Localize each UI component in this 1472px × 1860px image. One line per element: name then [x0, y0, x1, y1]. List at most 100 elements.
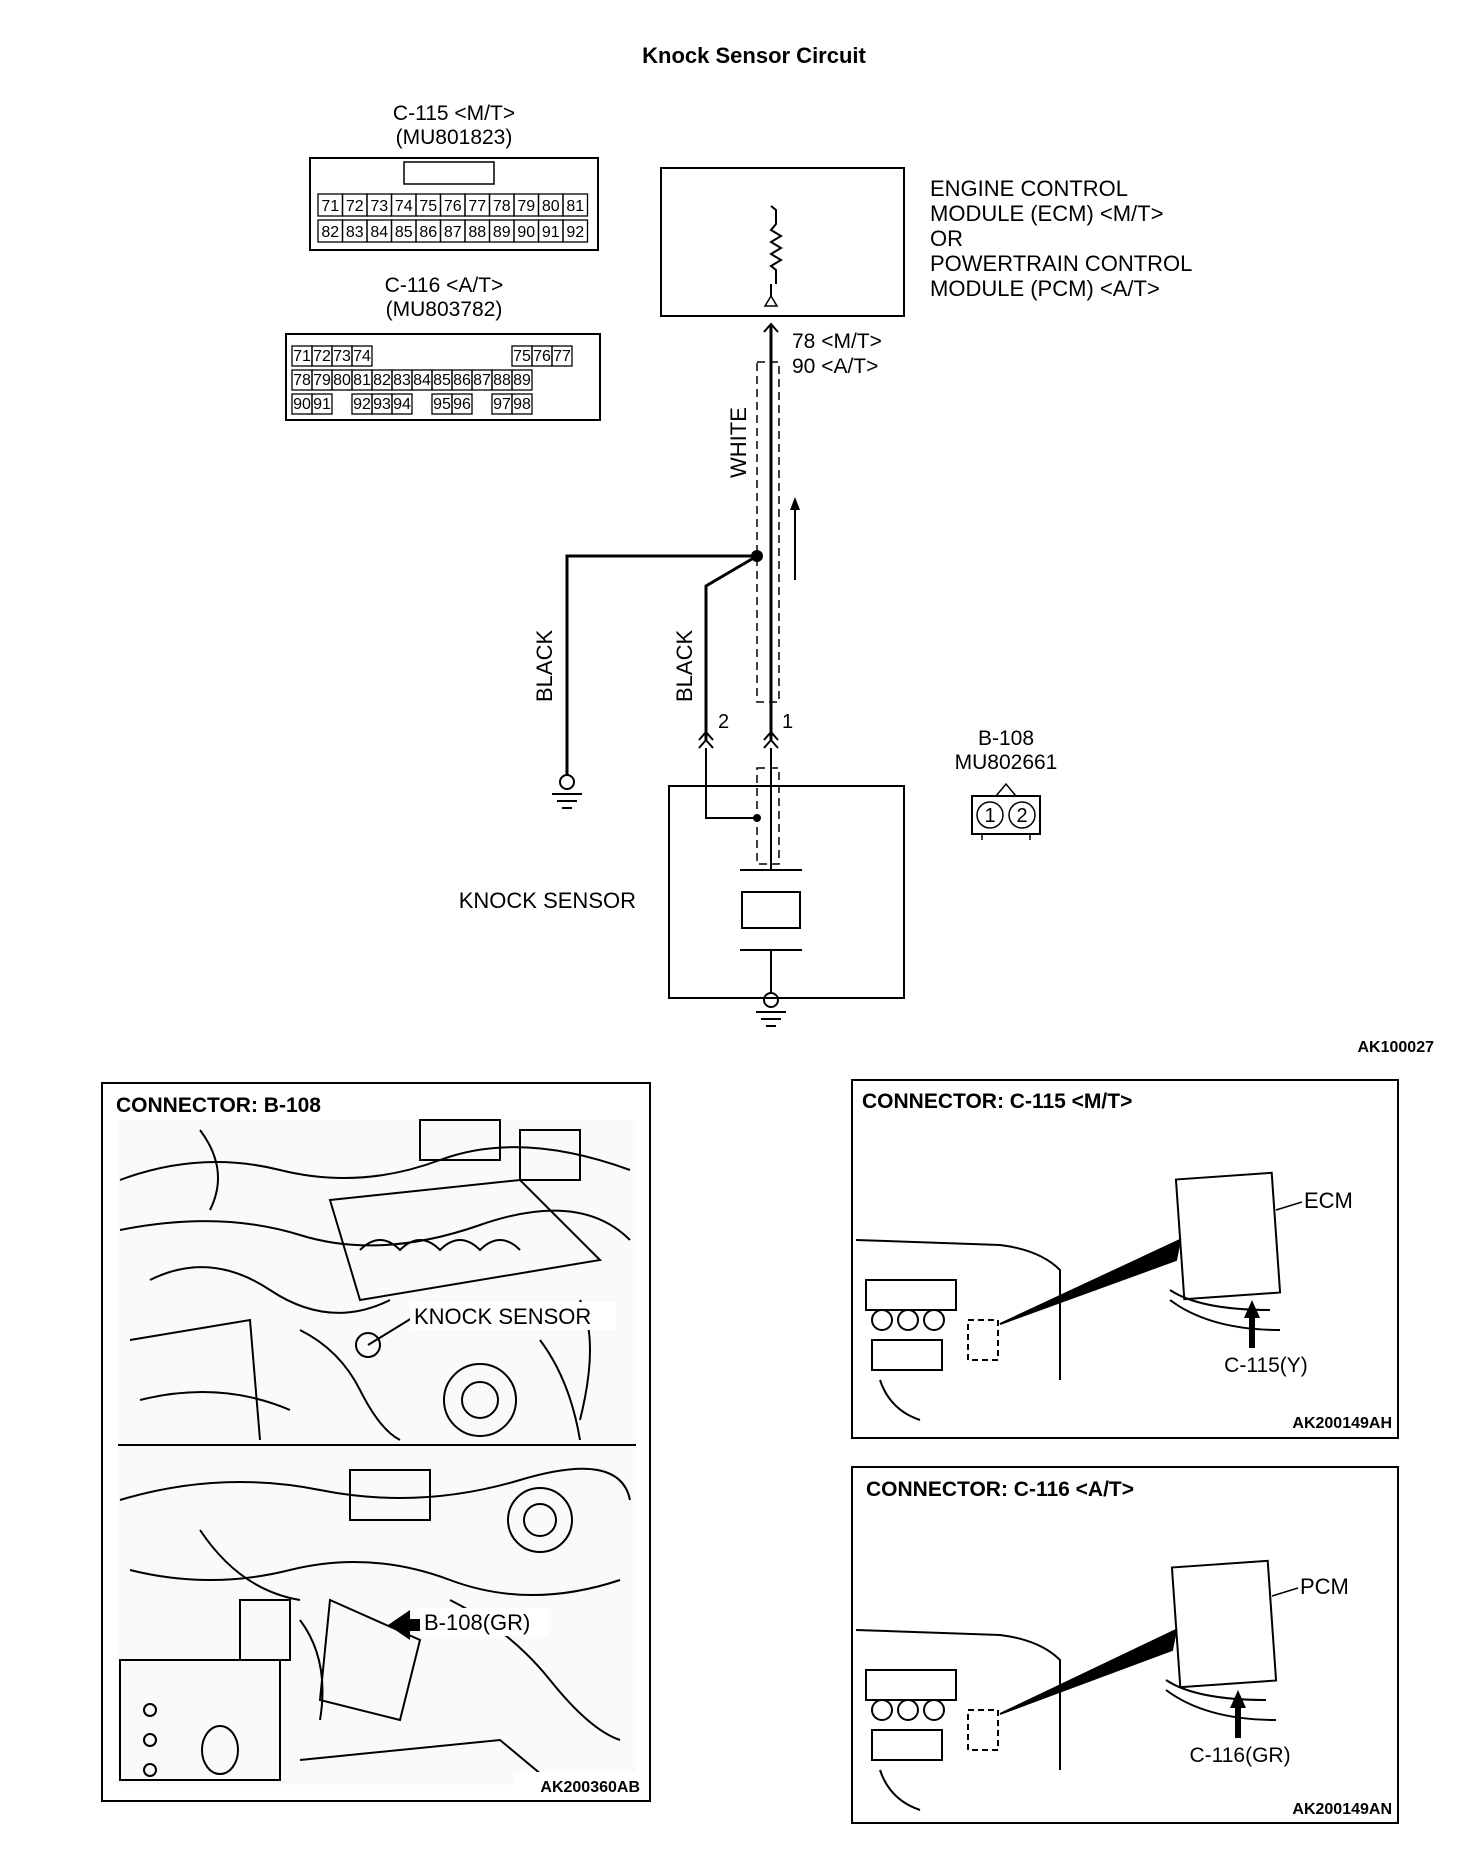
connector-pin-number: 73 — [333, 348, 351, 365]
connector-pin-number: 75 — [419, 198, 437, 215]
connector-pin-number: 81 — [566, 198, 584, 215]
b108-label: B-108 — [978, 727, 1034, 750]
connector-pin-number: 97 — [493, 396, 511, 413]
connector-pin-number: 91 — [313, 396, 331, 413]
connector-pin-number: 89 — [493, 224, 511, 241]
connector-pin-cell — [551, 345, 573, 367]
connector-pin-number: 92 — [353, 396, 371, 413]
panel-b108-connector-label: B-108(GR) — [424, 1610, 530, 1635]
connector-pin-number: 86 — [453, 372, 471, 389]
connector-pin-number: 72 — [346, 198, 364, 215]
panel-c116-title: CONNECTOR: C-116 <A/T> — [866, 1478, 1134, 1501]
panel-c116-connector-label: C-116(GR) — [1189, 1744, 1290, 1767]
connector-pin-number: 84 — [370, 224, 388, 241]
connector-pin-number: 78 — [293, 372, 311, 389]
piezo-element — [741, 891, 801, 929]
panel-c115-module: ECM — [1304, 1188, 1353, 1213]
connector-pin-number: 88 — [468, 224, 486, 241]
c115-part-number: (MU801823) — [396, 126, 513, 149]
ecm-module: ENGINE CONTROL MODULE (ECM) <M/T> OR POW… — [660, 167, 1192, 317]
panel-b108-knock-label: KNOCK SENSOR — [414, 1304, 591, 1329]
c116-label: C-116 <A/T> — [385, 274, 504, 297]
c115-label: C-115 <M/T> — [393, 102, 515, 125]
wiring — [552, 322, 800, 809]
connector-pin-number: 79 — [313, 372, 331, 389]
figure-code-top: AK100027 — [1358, 1039, 1435, 1056]
panel-b108: CONNECTOR: B-108 KNOCK SENSOR B-108(GR) … — [101, 1082, 651, 1802]
ecm-resistor-symbol — [769, 205, 783, 284]
knock-sensor-box — [668, 785, 905, 999]
engine-bay-illustration-bottom — [118, 1450, 636, 1791]
black-wire-ground — [565, 554, 757, 776]
wire-pin-2: 2 — [718, 711, 729, 733]
ecm-line-5: MODULE (PCM) <A/T> — [930, 276, 1160, 301]
connector-pin-number: 83 — [346, 224, 364, 241]
connector-pin-cell — [511, 393, 533, 415]
ecm-line-4: POWERTRAIN CONTROL — [930, 251, 1192, 276]
panel-c116-module: PCM — [1300, 1574, 1349, 1599]
connector-pin-number: 85 — [395, 224, 413, 241]
panel-c115-connector-label: C-115(Y) — [1224, 1354, 1308, 1377]
ecm-pin-mt: 78 <M/T> — [792, 330, 882, 353]
connector-pin-number: 85 — [433, 372, 451, 389]
b108-pointer-arrow — [388, 1610, 420, 1640]
knock-sensor-label: KNOCK SENSOR — [459, 888, 636, 913]
connector-pin-number: 84 — [413, 372, 431, 389]
connector-pin-number: 87 — [444, 224, 462, 241]
connector-pin-number: 82 — [321, 224, 339, 241]
connector-pin-cell — [451, 393, 473, 415]
connector-pin-number: 78 — [493, 198, 511, 215]
connector-pin-number: 80 — [542, 198, 560, 215]
engine-bay-illustration-top — [118, 1119, 636, 1450]
connector-pin-number: 87 — [473, 372, 491, 389]
connector-pin-cell — [391, 393, 413, 415]
connector-pin-number: 74 — [395, 198, 413, 215]
ecm-line-2: MODULE (ECM) <M/T> — [930, 201, 1163, 226]
connector-pin-number: 89 — [513, 372, 531, 389]
c116-pointer-arrow — [1230, 1690, 1246, 1738]
black-wire-pin2 — [704, 554, 758, 740]
connector-pin-number: 96 — [453, 396, 471, 413]
connector-pin-cell — [351, 345, 373, 367]
connector-pin-number: 98 — [513, 396, 531, 413]
wire-pin-1: 1 — [782, 711, 793, 733]
connector-pin-number: 81 — [353, 372, 371, 389]
dashboard-illustration-c116 — [855, 1559, 1278, 1811]
c116-housing — [285, 333, 601, 421]
connector-pin-cell — [311, 393, 333, 415]
c115-pointer-arrow — [1244, 1300, 1260, 1348]
connector-pin-number: 83 — [393, 372, 411, 389]
c115-latch — [403, 161, 495, 185]
b108-pin-2: 2 — [1016, 805, 1027, 827]
panel-c116-code: AK200149AN — [1292, 1801, 1392, 1818]
connector-pin-number: 76 — [444, 198, 462, 215]
b108-part-number: MU802661 — [955, 751, 1058, 774]
panel-c115-code: AK200149AH — [1292, 1415, 1392, 1432]
connector-pin-number: 71 — [293, 348, 311, 365]
connector-pin-cell — [562, 219, 589, 243]
ecm-line-3: OR — [930, 226, 963, 251]
connector-pin-number: 80 — [333, 372, 351, 389]
ecm-terminal-symbol — [763, 294, 779, 307]
panel-c115-title: CONNECTOR: C-115 <M/T> — [862, 1090, 1132, 1113]
connector-pin-number: 90 — [293, 396, 311, 413]
connector-pin-number: 93 — [373, 396, 391, 413]
connector-pin-number: 76 — [533, 348, 551, 365]
connector-pin-number: 77 — [553, 348, 571, 365]
c115-housing — [309, 157, 599, 251]
dashboard-illustration-c115 — [855, 1171, 1282, 1421]
connector-pin-number: 95 — [433, 396, 451, 413]
connector-pin-number: 79 — [517, 198, 535, 215]
connector-pin-number: 75 — [513, 348, 531, 365]
knock-sensor — [668, 748, 905, 1027]
panel-b108-code: AK200360AB — [540, 1779, 640, 1796]
b108-pin-1: 1 — [984, 805, 995, 827]
black-wire-label-left: BLACK — [532, 630, 557, 702]
connector-pin-number: 91 — [542, 224, 560, 241]
connector-pin-number: 94 — [393, 396, 411, 413]
